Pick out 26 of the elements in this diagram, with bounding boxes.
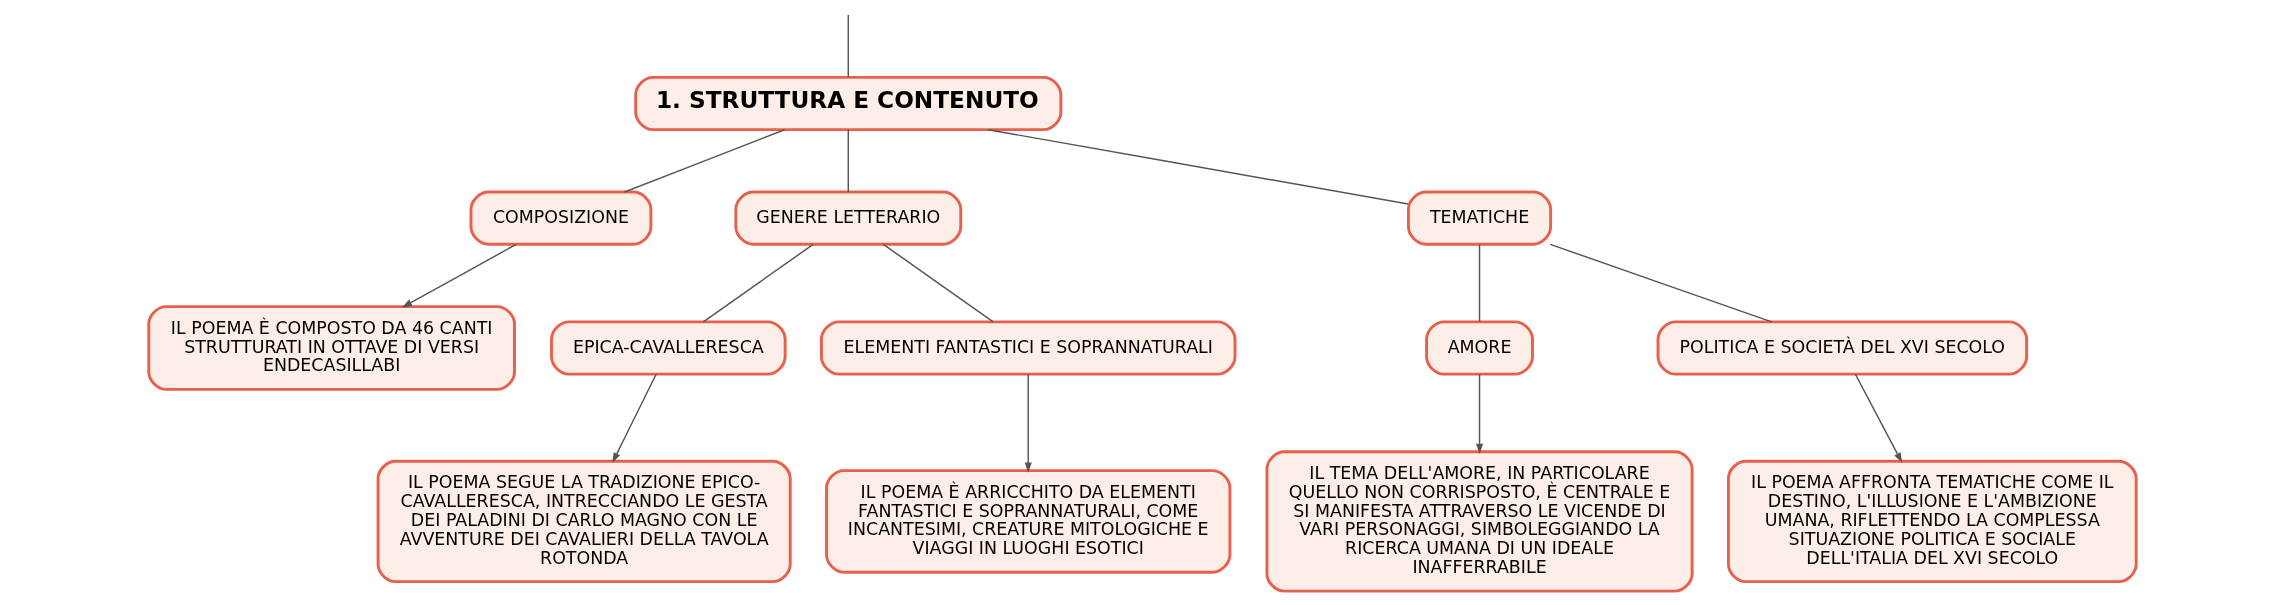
node-box: POLITICA E SOCIETÀ DEL XVI SECOLO (1656, 320, 2028, 376)
connector (1478, 243, 1480, 323)
connector (1549, 243, 1772, 323)
arrow (1475, 373, 1483, 454)
node-box: ELEMENTI FANTASTICI E SOPRANNATURALI (819, 320, 1236, 376)
node-box: IL POEMA È COMPOSTO DA 46 CANTI STRUTTURATI IN OTTAVE DI VERSI ENDECASILLABI (146, 305, 516, 391)
connector (986, 128, 1409, 205)
node-box: TEMATICHE (1406, 190, 1552, 246)
node-box: GENERE LETTERARIO (733, 190, 962, 246)
connector (702, 243, 814, 323)
connector (882, 243, 994, 323)
node-box: IL TEMA DELL'AMORE, IN PARTICOLARE QUELLO NON CORRISPOSTO, È CENTRALE E SI MANIFESTA ATTRAVERSO LE VICENDE DI VARI PERSONAGGI, SIMBOLEGGIANDO LA RICERCA UMANA DI UN IDEALE INAFFERRABILE (1265, 450, 1694, 593)
arrow (401, 243, 517, 308)
node-box: 1. STRUTTURA E CONTENUTO (633, 75, 1062, 132)
connector (847, 14, 849, 78)
node-box: EPICA-CAVALLERESCA (549, 320, 787, 376)
node-box: IL POEMA AFFRONTA TEMATICHE COME IL DESTINO, L'ILLUSIONE E L'AMBIZIONE UMANA, RIFLETTENDO LA COMPLESSA SITUAZIONE POLITICA E SOCIALE DELL'ITALIA DEL XVI SECOLO (1726, 459, 2138, 584)
arrow (1854, 373, 1902, 463)
arrow (611, 373, 657, 463)
connector (623, 129, 785, 193)
node-box: AMORE (1424, 320, 1534, 376)
connector (847, 129, 849, 193)
node-box: COMPOSIZIONE (469, 190, 652, 246)
node-box: IL POEMA È ARRICCHITO DA ELEMENTI FANTASTICI E SOPRANNATURALI, COME INCANTESIMI, CREATURE MITOLOGICHE E VIAGGI IN LUOGHI ESOTICI (824, 469, 1231, 574)
node-box: IL POEMA SEGUE LA TRADIZIONE EPICO-CAVALLERESCA, INTRECCIANDO LE GESTA DEI PALADINI DI CARLO MAGNO CON LE AVVENTURE DEI CAVALIERI DELLA TAVOLA ROTONDA (376, 459, 792, 584)
arrow (1024, 373, 1032, 473)
